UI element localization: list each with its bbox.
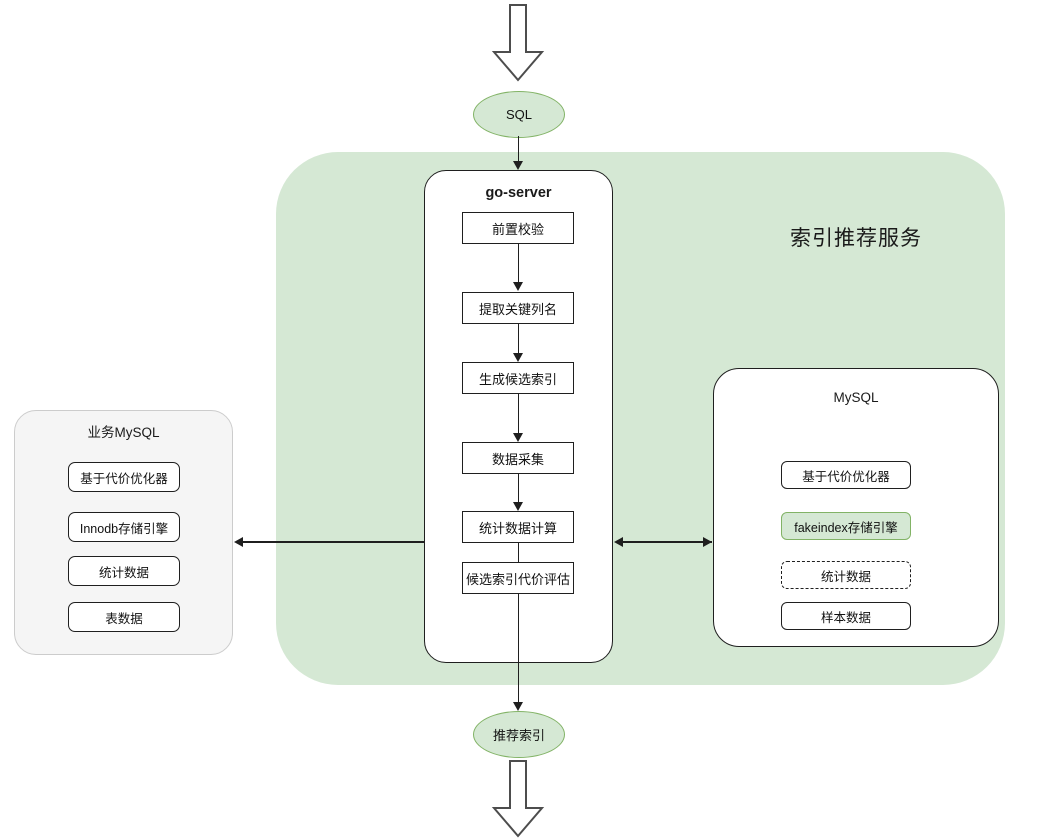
- step-generate-candidate-index: 生成候选索引: [462, 362, 574, 394]
- business-mysql-title: 业务MySQL: [87, 425, 160, 440]
- business-item-innodb-engine: Innodb存储引擎: [68, 512, 180, 542]
- connector-sql-to-goserver: [517, 136, 520, 168]
- step-data-collection: 数据采集: [462, 442, 574, 474]
- connector-goserver-to-mysql: [622, 541, 712, 543]
- connector-goserver-to-output: [517, 594, 520, 704]
- arrowhead-step3-step4: [512, 433, 523, 442]
- business-item-cost-optimizer: 基于代价优化器: [68, 462, 180, 492]
- connector-step3-step4: [517, 394, 520, 434]
- outbound-block-arrow: [491, 760, 545, 838]
- mysql-item-sample-data: 样本数据: [781, 602, 911, 630]
- sql-node: SQL: [473, 91, 565, 138]
- connector-goserver-to-business-mysql: [243, 541, 424, 543]
- connector-step1-step2: [517, 244, 520, 283]
- arrowhead-goserver-to-output: [512, 702, 523, 711]
- mysql-item-cost-optimizer: 基于代价优化器: [781, 461, 911, 489]
- arrowhead-to-business-mysql: [234, 536, 243, 547]
- step-extract-key-columns: 提取关键列名: [462, 292, 574, 324]
- arrowhead-goserver-to-mysql: [703, 536, 712, 547]
- connector-step4-step5: [517, 474, 520, 503]
- goserver-title: go-server: [485, 185, 552, 201]
- arrowhead-mysql-to-goserver: [614, 536, 623, 547]
- step-statistics-computation: 统计数据计算: [462, 511, 574, 543]
- step-pre-check: 前置校验: [462, 212, 574, 244]
- arrowhead-sql-to-goserver: [512, 161, 523, 170]
- connector-step5-step6: [517, 543, 520, 563]
- step-candidate-index-cost-eval: 候选索引代价评估: [462, 562, 574, 594]
- connector-step2-step3: [517, 324, 520, 354]
- mysql-item-statistics: 统计数据: [781, 561, 911, 589]
- mysql-title: MySQL: [833, 390, 879, 405]
- business-item-statistics: 统计数据: [68, 556, 180, 586]
- arrowhead-step4-step5: [512, 502, 523, 511]
- business-item-table-data: 表数据: [68, 602, 180, 632]
- inbound-block-arrow: [491, 4, 545, 82]
- arrowhead-step1-step2: [512, 282, 523, 291]
- recommended-index-node: 推荐索引: [473, 711, 565, 758]
- service-title: 索引推荐服务: [790, 227, 922, 250]
- arrowhead-step2-step3: [512, 353, 523, 362]
- mysql-item-fakeindex-engine: fakeindex存储引擎: [781, 512, 911, 540]
- mysql-panel: [713, 368, 999, 647]
